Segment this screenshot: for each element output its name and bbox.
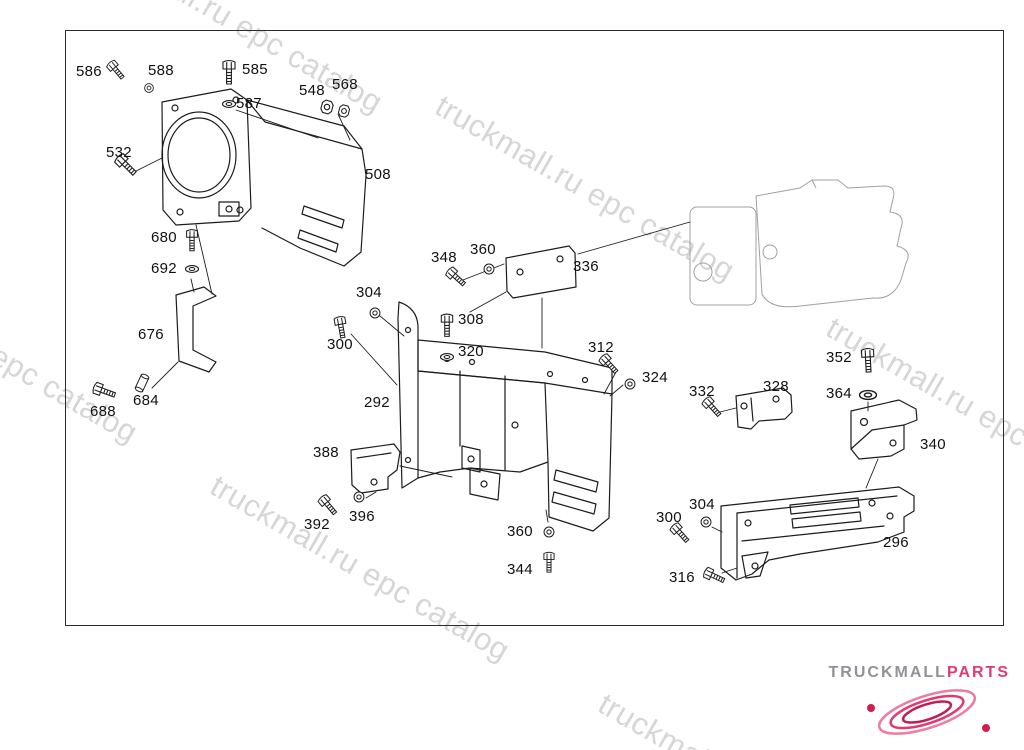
spacer-684-icon	[134, 372, 150, 394]
bolt-392-icon	[316, 493, 340, 518]
bracket-296	[720, 486, 915, 581]
logo: TRUCKMALLPARTS	[829, 658, 1018, 750]
washer-304-icon	[369, 307, 381, 319]
bolt-680-icon	[186, 229, 198, 252]
bolt-688-icon	[91, 381, 118, 401]
logo-swirl-icon	[867, 689, 990, 735]
plate-336	[505, 245, 577, 299]
bracket-340	[850, 399, 918, 460]
leader-lines	[133, 109, 879, 574]
bracket-388	[350, 443, 401, 494]
bolt-312-icon	[597, 352, 621, 377]
bolt-300-icon	[333, 315, 349, 340]
fasteners	[91, 58, 878, 586]
washer-360b-icon	[543, 526, 555, 538]
bolt-332-icon	[700, 395, 724, 420]
bracket-676	[175, 286, 217, 373]
washer-304b-icon	[700, 516, 712, 528]
washer-364-icon	[858, 389, 878, 401]
washer-692-icon	[184, 265, 200, 273]
bolt-585-icon	[222, 59, 236, 85]
nut-548-icon	[319, 98, 335, 116]
engine-outline	[689, 179, 909, 308]
bolt-300b-icon	[668, 521, 692, 546]
logo-text-accent: PARTS	[946, 664, 1010, 681]
bolt-308-icon	[440, 313, 454, 337]
bolt-532-icon	[113, 152, 140, 179]
nut-568-icon	[337, 103, 351, 119]
bolt-348-icon	[444, 265, 469, 289]
bracket-328	[735, 387, 793, 430]
bracket-508	[161, 88, 367, 267]
bolt-344-icon	[543, 551, 555, 573]
washer-320-icon	[439, 353, 455, 361]
washer-360-icon	[483, 263, 495, 275]
logo-text: TRUCKMALLPARTS	[829, 664, 1010, 682]
bolt-352-icon	[860, 347, 876, 373]
bolt-586-icon	[105, 58, 127, 82]
bracket-292	[397, 301, 613, 532]
washer-324-icon	[624, 378, 636, 390]
washer-396-icon	[353, 491, 365, 503]
washer-587-icon	[221, 100, 237, 108]
logo-text-primary: TRUCKMALL	[828, 664, 947, 681]
washer-588-icon	[144, 83, 154, 93]
diagram-border	[65, 30, 1004, 626]
